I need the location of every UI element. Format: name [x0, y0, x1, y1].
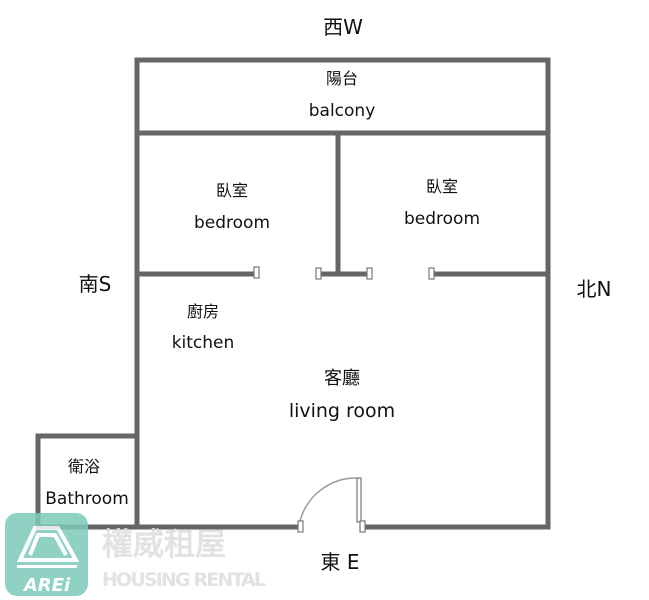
- watermark-name-zh: 權威租屋: [102, 527, 226, 563]
- logo-badge: [5, 513, 88, 596]
- house-logo-icon: [16, 526, 80, 562]
- balcony-label-zh: 陽台: [326, 69, 358, 88]
- direction-south: 南S: [79, 272, 112, 296]
- bedroom1-label-en: bedroom: [194, 213, 270, 233]
- logo-text: AREi: [22, 575, 71, 596]
- bathroom-label-zh: 衛浴: [68, 457, 100, 476]
- door-jamb: [428, 267, 435, 280]
- kitchen-label-en: kitchen: [172, 333, 235, 353]
- bedroom1-label-zh: 臥室: [216, 181, 248, 200]
- bedroom2-label-en: bedroom: [404, 209, 480, 229]
- door-jamb: [253, 266, 260, 279]
- outer-wall: [134, 57, 551, 530]
- walls: [35, 57, 551, 531]
- balcony-label-en: balcony: [309, 101, 376, 121]
- kitchen-label-zh: 廚房: [187, 302, 219, 321]
- entrance-door: [297, 477, 366, 533]
- living-label-zh: 客廳: [324, 368, 360, 389]
- watermark-name-en: HOUSING RENTAL: [102, 569, 266, 591]
- living-label-en: living room: [289, 400, 395, 422]
- door-jamb: [366, 267, 373, 280]
- bathroom-label-en: Bathroom: [45, 489, 129, 509]
- direction-east: 東 E: [321, 550, 360, 574]
- watermark: AREi 權威租屋 HOUSING RENTAL: [5, 513, 266, 596]
- direction-west: 西W: [323, 15, 363, 39]
- bedroom2-label-zh: 臥室: [426, 177, 458, 196]
- direction-north: 北N: [577, 277, 612, 301]
- door-jamb: [315, 267, 322, 280]
